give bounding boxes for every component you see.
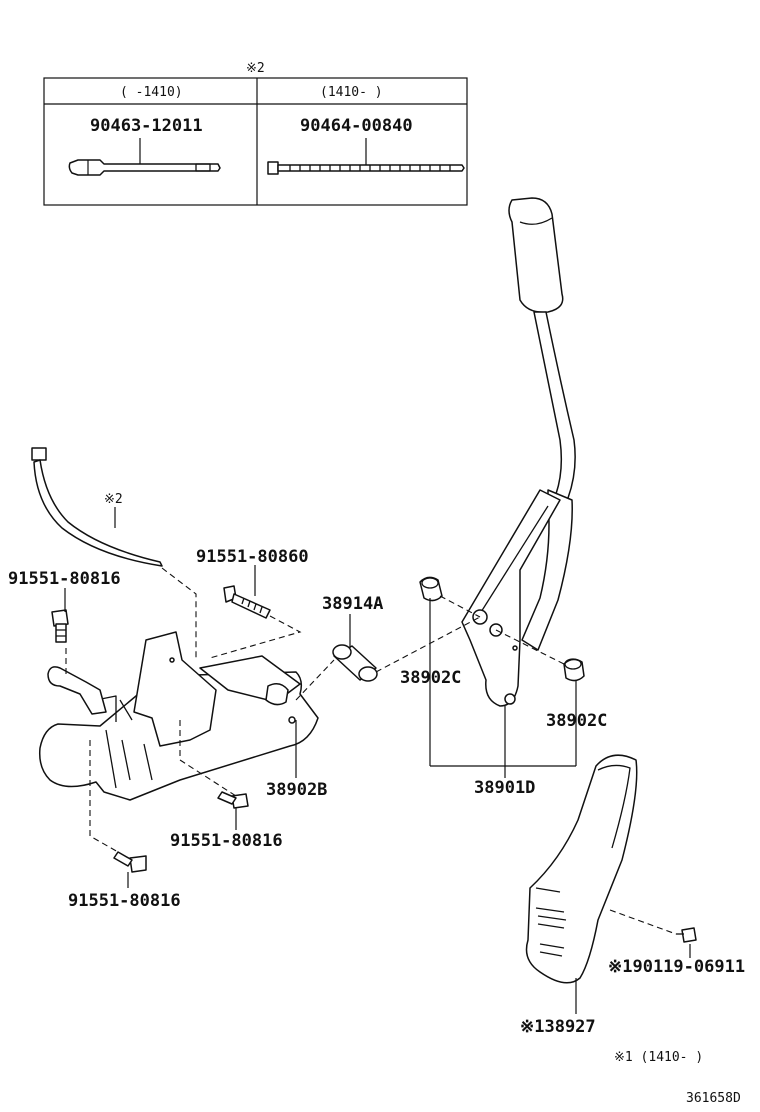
callout-lever-38901D: 38901D [474,778,535,798]
cable-tie-short-icon [68,138,221,176]
bolt-91551-80816-low-icon [113,851,147,873]
table-border [43,77,468,206]
callout-collar-38902C-right: 38902C [546,711,607,731]
callout-labels: ※2 91551-80860 91551-80816 38914A 38902C… [8,492,745,1106]
footnote: ※1 (1410- ) [614,1050,703,1065]
callout-bolt-91551-80816-mid: 91551-80816 [170,831,283,851]
parking-brake-lever [461,197,576,707]
table-col2-header: (1410- ) [320,85,383,100]
callout-screw-90119-06911: ※190119-06911 [608,957,745,977]
table-col1-header: ( -1410) [120,85,183,100]
table-col1-part-number: 90463-12011 [90,116,203,136]
leader-lines [64,507,691,1014]
table-note-mark: ※2 [246,61,265,76]
callout-tie-note: ※2 [104,492,123,507]
callout-bushing-38914A: 38914A [322,594,383,614]
callout-bolt-91551-80860: 91551-80860 [196,547,309,567]
cable-tie-long-icon [267,138,465,175]
callout-bolt-91551-80816-top: 91551-80816 [8,569,121,589]
table-col2-part-number: 90464-00840 [300,116,413,136]
bolt-91551-80816-mid-icon [217,791,249,809]
variant-table: ※2 ( -1410) (1410- ) 90463-12011 90464-0… [43,61,468,206]
callout-cover-38927: ※138927 [520,1017,596,1037]
bracket-assembly [38,631,319,801]
cable-tie-on-bracket-icon [31,447,163,567]
diagram-code: 361658D [686,1091,741,1106]
screw-90119-icon [676,927,697,943]
callout-collar-38902C-left: 38902C [400,668,461,688]
lever-cover [525,754,638,984]
bolt-91551-80860-icon [223,585,271,619]
callout-bolt-91551-80816-low: 91551-80816 [68,891,181,911]
collar-upper-icon [419,576,443,602]
bushing-part [332,644,378,682]
collar-lower-icon [563,658,585,682]
callout-bracket-38902B: 38902B [266,780,327,800]
bolt-91551-80816-top-icon [51,609,69,643]
